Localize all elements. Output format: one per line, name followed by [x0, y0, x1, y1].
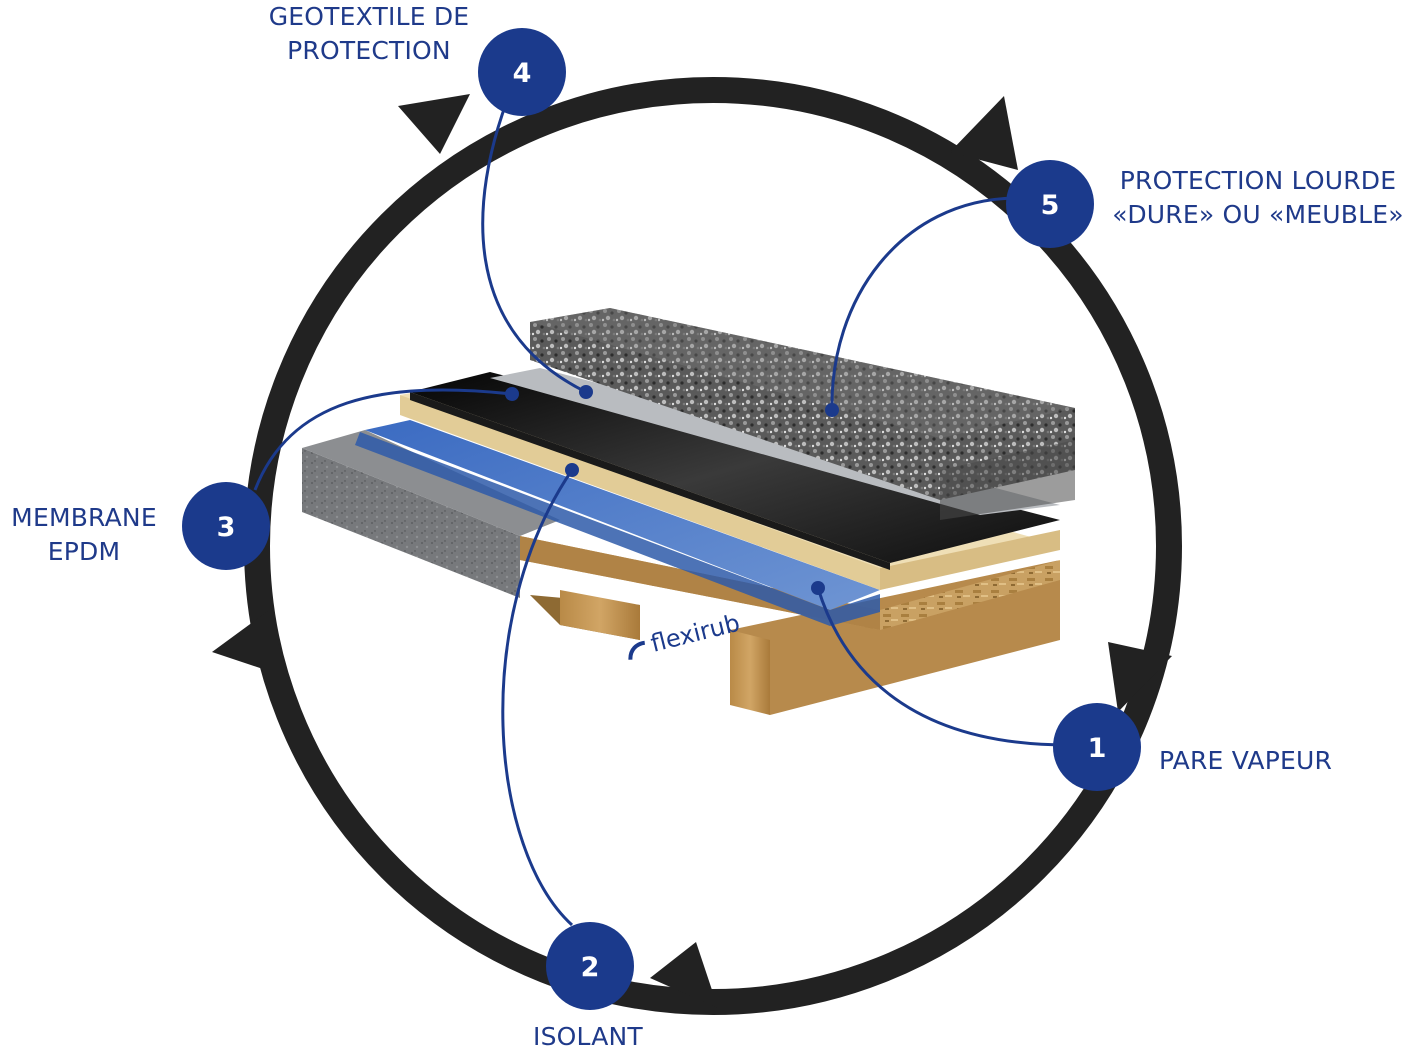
step-number-1: 1 [1088, 733, 1107, 764]
step-badge-4: 4 [478, 28, 566, 116]
label-step-5-line-1: PROTECTION LOURDE [1119, 166, 1397, 195]
label-step-4-line-1: GEOTEXTILE DE [268, 2, 470, 31]
leader-line-5 [830, 196, 1016, 411]
label-step-1-line-1: PARE VAPEUR [1159, 746, 1333, 775]
arrow-icon [650, 942, 718, 1008]
step-badge-3: 3 [182, 482, 270, 570]
step-number-3: 3 [217, 512, 236, 543]
leader-lines [253, 97, 1069, 927]
label-step-2-line-1: ISOLANT [533, 1022, 643, 1051]
arrow-icon [950, 96, 1018, 170]
step-badge-2: 2 [546, 922, 634, 1010]
step-number-2: 2 [581, 952, 600, 983]
step-number-4: 4 [513, 58, 532, 89]
step-badge-5: 5 [1006, 160, 1094, 248]
leader-line-2 [501, 469, 574, 927]
roof-section-illustration [302, 308, 1075, 715]
arrow-icon [212, 608, 284, 676]
label-step-4: GEOTEXTILE DE PROTECTION [258, 0, 480, 68]
flexirub-logo: flexirub [628, 609, 743, 660]
arrow-icon [398, 94, 470, 154]
label-step-1: PARE VAPEUR [1159, 744, 1332, 778]
logo-mark-icon [628, 640, 646, 660]
label-step-3-line-1: MEMBRANE [11, 503, 157, 532]
ring-arrows [212, 94, 1172, 1008]
label-step-3-line-2: EPDM [47, 537, 121, 566]
arrow-icon [1108, 642, 1172, 712]
label-step-5: PROTECTION LOURDE «DURE» OU «MEUBLE» [1108, 164, 1408, 232]
leader-dots [505, 385, 839, 595]
leader-line-3 [253, 388, 513, 491]
leader-line-1 [816, 587, 1069, 747]
label-step-4-line-2: PROTECTION [287, 36, 451, 65]
leader-line-4 [481, 97, 587, 394]
step-badge-1: 1 [1053, 703, 1141, 791]
label-step-3: MEMBRANE EPDM [0, 501, 168, 569]
logo-text: flexirub [648, 609, 743, 658]
step-number-5: 5 [1041, 190, 1060, 221]
label-step-5-line-2: «DURE» OU «MEUBLE» [1112, 200, 1404, 229]
label-step-2: ISOLANT [533, 1020, 643, 1054]
